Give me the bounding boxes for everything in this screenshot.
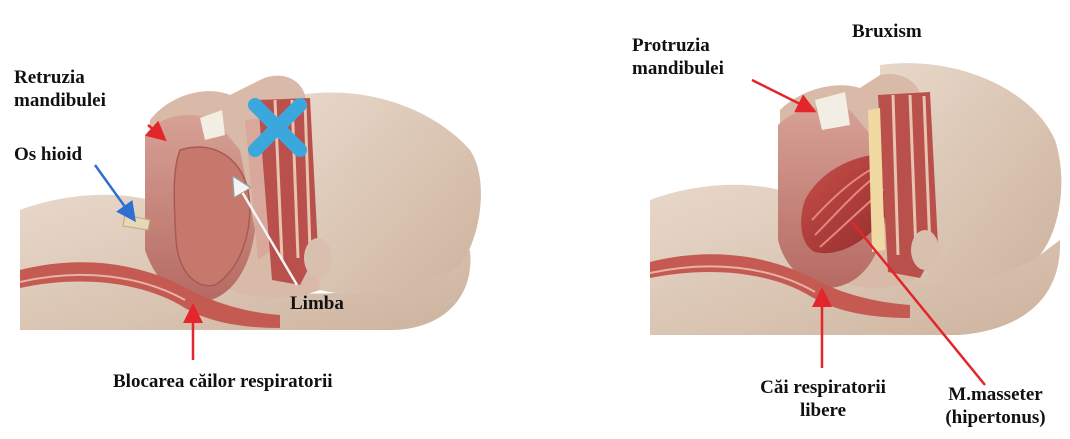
label-masseter-line2: (hipertonus) xyxy=(928,406,1063,429)
label-cai-libere: Căi respiratorii libere xyxy=(738,376,908,422)
label-retruzia-line1: Retruzia xyxy=(14,66,106,89)
label-retruzia-line2: mandibulei xyxy=(14,89,106,112)
label-blocarea: Blocarea căilor respiratorii xyxy=(113,370,333,393)
label-cai-line1: Căi respiratorii xyxy=(738,376,908,399)
label-protruzia: Protruzia mandibulei xyxy=(632,34,724,80)
label-bruxism-title: Bruxism xyxy=(852,20,922,43)
label-cai-line2: libere xyxy=(738,399,908,422)
label-limba: Limba xyxy=(290,292,344,315)
label-os-hioid: Os hioid xyxy=(14,143,82,166)
label-masseter: M.masseter (hipertonus) xyxy=(928,383,1063,429)
label-protruzia-line1: Protruzia xyxy=(632,34,724,57)
label-protruzia-line2: mandibulei xyxy=(632,57,724,80)
right-ear xyxy=(911,230,939,270)
left-head-illustration xyxy=(20,76,481,330)
left-ear xyxy=(304,238,332,278)
label-masseter-line1: M.masseter xyxy=(928,383,1063,406)
label-retruzia: Retruzia mandibulei xyxy=(14,66,106,112)
right-head-illustration xyxy=(650,63,1061,335)
